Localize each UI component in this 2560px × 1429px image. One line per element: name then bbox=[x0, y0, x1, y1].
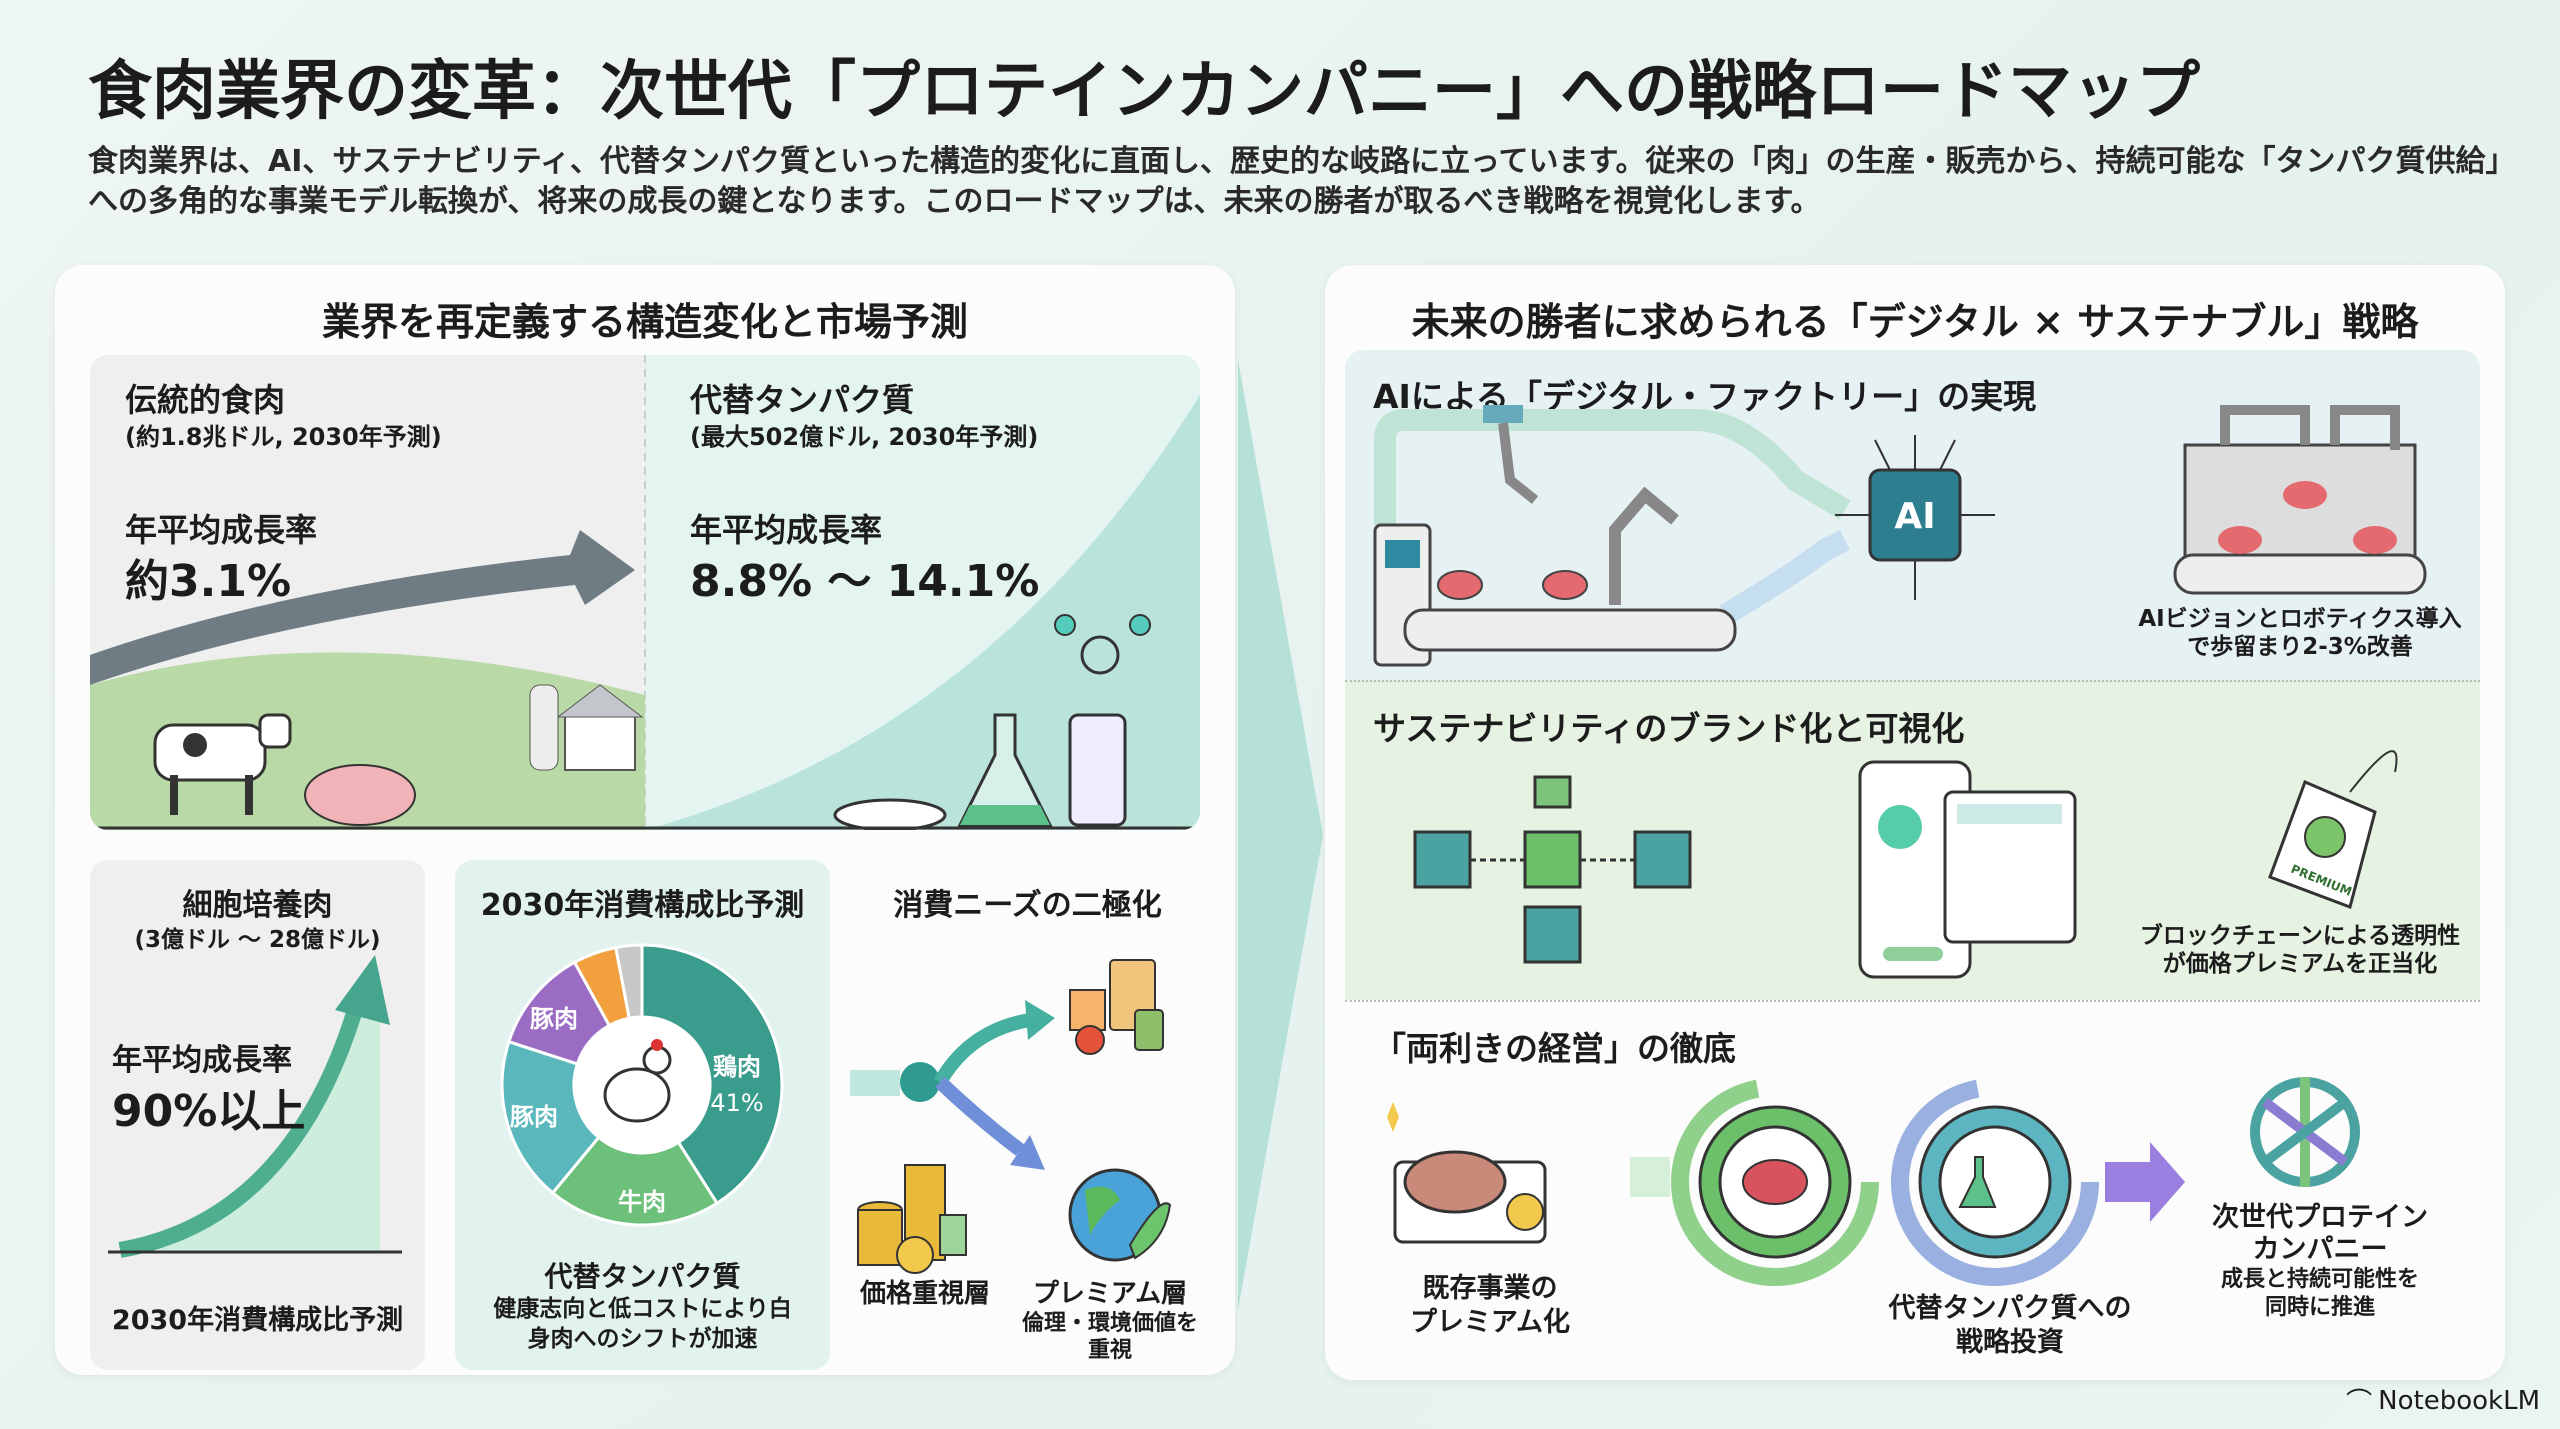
digital-factory-illustration: AI bbox=[1373, 405, 2427, 667]
cow-icon bbox=[153, 713, 292, 815]
page-title: 食肉業界の変革：次世代「プロテインカンパニー」への戦略ロードマップ bbox=[88, 55, 2200, 129]
step1-b: プレミアム化 bbox=[1409, 1307, 1571, 1338]
label-beef: 牛肉 bbox=[618, 1188, 666, 1216]
price-segment-label: 価格重視層 bbox=[859, 1279, 990, 1309]
needs-title: 消費ニーズの二極化 bbox=[893, 888, 1162, 923]
label-pork-1: 豚肉 bbox=[509, 1103, 558, 1131]
step3-c: 成長と持続可能性を bbox=[2220, 1267, 2419, 1292]
steep-growth-arrow bbox=[108, 955, 402, 1258]
label-pork-2: 豚肉 bbox=[529, 1005, 578, 1033]
alternative-name: 代替タンパク質 bbox=[690, 381, 915, 419]
conveyor-icon bbox=[1403, 608, 1737, 652]
cultured-footer: 2030年消費構成比予測 bbox=[111, 1305, 404, 1336]
cultured-cagr-label: 年平均成長率 bbox=[112, 1043, 292, 1078]
ai-caption-1: AIビジョンとロボティクス導入 bbox=[2138, 606, 2462, 632]
price-segment-block: 価格重視層 bbox=[850, 1278, 1000, 1310]
traditional-sub: (約1.8兆ドル, 2030年予測) bbox=[125, 423, 442, 451]
right-heading: 未来の勝者に求められる「デジタル × サステナブル」戦略 bbox=[1411, 300, 2419, 344]
label-chicken: 鶏肉 bbox=[713, 1053, 761, 1081]
robot-arm-icon bbox=[1609, 486, 1679, 605]
ai-factory-section: AIによる「デジタル・ファクトリー」の実現 AI AIビジョンとロボティクス導入… bbox=[1345, 350, 2480, 680]
chevron-arrow bbox=[1238, 360, 1323, 1310]
ambidexterity-cycle bbox=[1387, 1077, 2360, 1286]
ambi-title: 「両利きの経営」の徹底 bbox=[1373, 1029, 1736, 1068]
blockchain-icon bbox=[1413, 775, 1692, 964]
traditional-cagr-label: 年平均成長率 bbox=[125, 511, 318, 549]
svg-text:AI: AI bbox=[1894, 496, 1935, 537]
ai-caption-2: で歩留まり2-3%改善 bbox=[2187, 634, 2413, 660]
chicken-icon bbox=[603, 1039, 672, 1123]
left-panel: 業界を再定義する構造変化と市場予測 伝統的食肉 (約1.8兆ドル, 2030年予… bbox=[55, 265, 1235, 1375]
alternative-cagr: 8.8% ～ 14.1% bbox=[690, 556, 1040, 607]
growth-illustration bbox=[90, 355, 1200, 830]
premium-segment-block: プレミアム層 倫理・環境価値を重視 bbox=[1015, 1278, 1205, 1364]
arrow-right-icon bbox=[2105, 1142, 2185, 1222]
cultured-cagr: 90%以上 bbox=[112, 1086, 306, 1137]
cultured-name: 細胞培養肉 bbox=[182, 888, 333, 923]
cultured-sub: (3億ドル ～ 28億ドル) bbox=[134, 927, 381, 953]
traditional-cagr: 約3.1% bbox=[125, 556, 292, 607]
network-wheel-icon bbox=[2250, 1077, 2360, 1187]
sus-caption-1: ブロックチェーンによる透明性 bbox=[2139, 923, 2461, 949]
mix-title: 2030年消費構成比予測 bbox=[480, 888, 805, 923]
grocery-icon bbox=[1069, 959, 1164, 1055]
step2-b: 戦略投資 bbox=[1956, 1327, 2064, 1358]
label-chicken-pct: 41% bbox=[710, 1089, 763, 1117]
step2-block: 代替タンパク質への戦略投資 bbox=[1865, 1292, 2155, 1360]
barn-icon bbox=[529, 684, 644, 771]
mix-caption-block: 代替タンパク質 健康志向と低コストにより白身肉へのシフトが加速 bbox=[485, 1260, 800, 1354]
premium-meat-icon bbox=[1387, 1102, 1547, 1244]
premium-segment-sub: 倫理・環境価値を重視 bbox=[1021, 1311, 1198, 1363]
premium-tag-icon: PREMIUM bbox=[2268, 750, 2398, 909]
globe-icon bbox=[1068, 1168, 1172, 1262]
step3-a: 次世代プロテイン bbox=[2212, 1202, 2428, 1233]
notebooklm-logo: ⌒NotebookLM bbox=[2346, 1382, 2540, 1419]
smartphone-icon bbox=[1858, 760, 2077, 979]
intro-text: 食肉業界は、AI、サステナビリティ、代替タンパク質といった構造的変化に直面し、歴… bbox=[88, 144, 2516, 219]
lab-icon bbox=[833, 614, 1151, 830]
step3-block: 次世代プロテインカンパニー成長と持続可能性を同時に推進 bbox=[2185, 1202, 2455, 1322]
pig-icon bbox=[304, 764, 416, 826]
mix-caption-title: 代替タンパク質 bbox=[544, 1260, 741, 1293]
traceability-illustration: PREMIUM bbox=[1413, 750, 2398, 979]
market-comparison: 伝統的食肉 (約1.8兆ドル, 2030年予測) 年平均成長率 約3.1% 代替… bbox=[90, 355, 1200, 830]
sus-caption-block: ブロックチェーンによる透明性 が価格プレミアムを正当化 bbox=[2125, 922, 2475, 978]
coins-icon bbox=[857, 1164, 967, 1274]
step3-b: カンパニー bbox=[2252, 1234, 2388, 1265]
polarization-card: 消費ニーズの二極化 価格重視層 プレミアム層 倫理・環境価値を重視 bbox=[850, 860, 1205, 1370]
ambidexterity-section: 「両利きの経営」の徹底 既存事業のプレミアム化 代替タンパク質への戦略投資 次世… bbox=[1345, 1000, 2480, 1370]
brand-label: NotebookLM bbox=[2378, 1385, 2540, 1416]
ai-caption-block: AIビジョンとロボティクス導入 で歩留まり2-3%改善 bbox=[2125, 605, 2475, 661]
donut-chart: 鶏肉 41% 牛肉 豚肉 豚肉 bbox=[500, 943, 784, 1227]
step1-block: 既存事業のプレミアム化 bbox=[1375, 1272, 1605, 1340]
premium-segment-label: プレミアム層 bbox=[1032, 1279, 1188, 1309]
step3-d: 同時に推進 bbox=[2264, 1295, 2375, 1320]
processing-machine-icon bbox=[2173, 405, 2427, 595]
traditional-name: 伝統的食肉 bbox=[125, 381, 286, 419]
left-heading: 業界を再定義する構造変化と市場予測 bbox=[321, 300, 968, 344]
alternative-cagr-label: 年平均成長率 bbox=[690, 511, 883, 549]
sus-caption-2: が価格プレミアムを正当化 bbox=[2162, 951, 2438, 977]
page-header: 食肉業界の変革：次世代「プロテインカンパニー」への戦略ロードマップ 食肉業界は、… bbox=[88, 52, 2528, 222]
notebooklm-icon: ⌒ bbox=[2346, 1388, 2373, 1418]
cultured-meat-card: 細胞培養肉 (3億ドル ～ 28億ドル) 年平均成長率 90%以上 2030年消… bbox=[90, 860, 425, 1370]
sus-title: サステナビリティのブランド化と可視化 bbox=[1373, 709, 1965, 748]
step2-a: 代替タンパク質への bbox=[1888, 1293, 2132, 1324]
consumption-mix-card: 2030年消費構成比予測 鶏肉 41% 牛肉 豚肉 豚肉 代替タンパク質 健康志… bbox=[455, 860, 830, 1370]
sustainability-section: サステナビリティのブランド化と可視化 PREMIUM ブロックチェーンによる透明… bbox=[1345, 680, 2480, 1000]
split-arrows bbox=[850, 959, 1172, 1274]
mix-caption: 健康志向と低コストにより白身肉へのシフトが加速 bbox=[493, 1296, 792, 1352]
step1-a: 既存事業の bbox=[1422, 1273, 1558, 1304]
alternative-sub: (最大502億ドル, 2030年予測) bbox=[690, 423, 1039, 451]
